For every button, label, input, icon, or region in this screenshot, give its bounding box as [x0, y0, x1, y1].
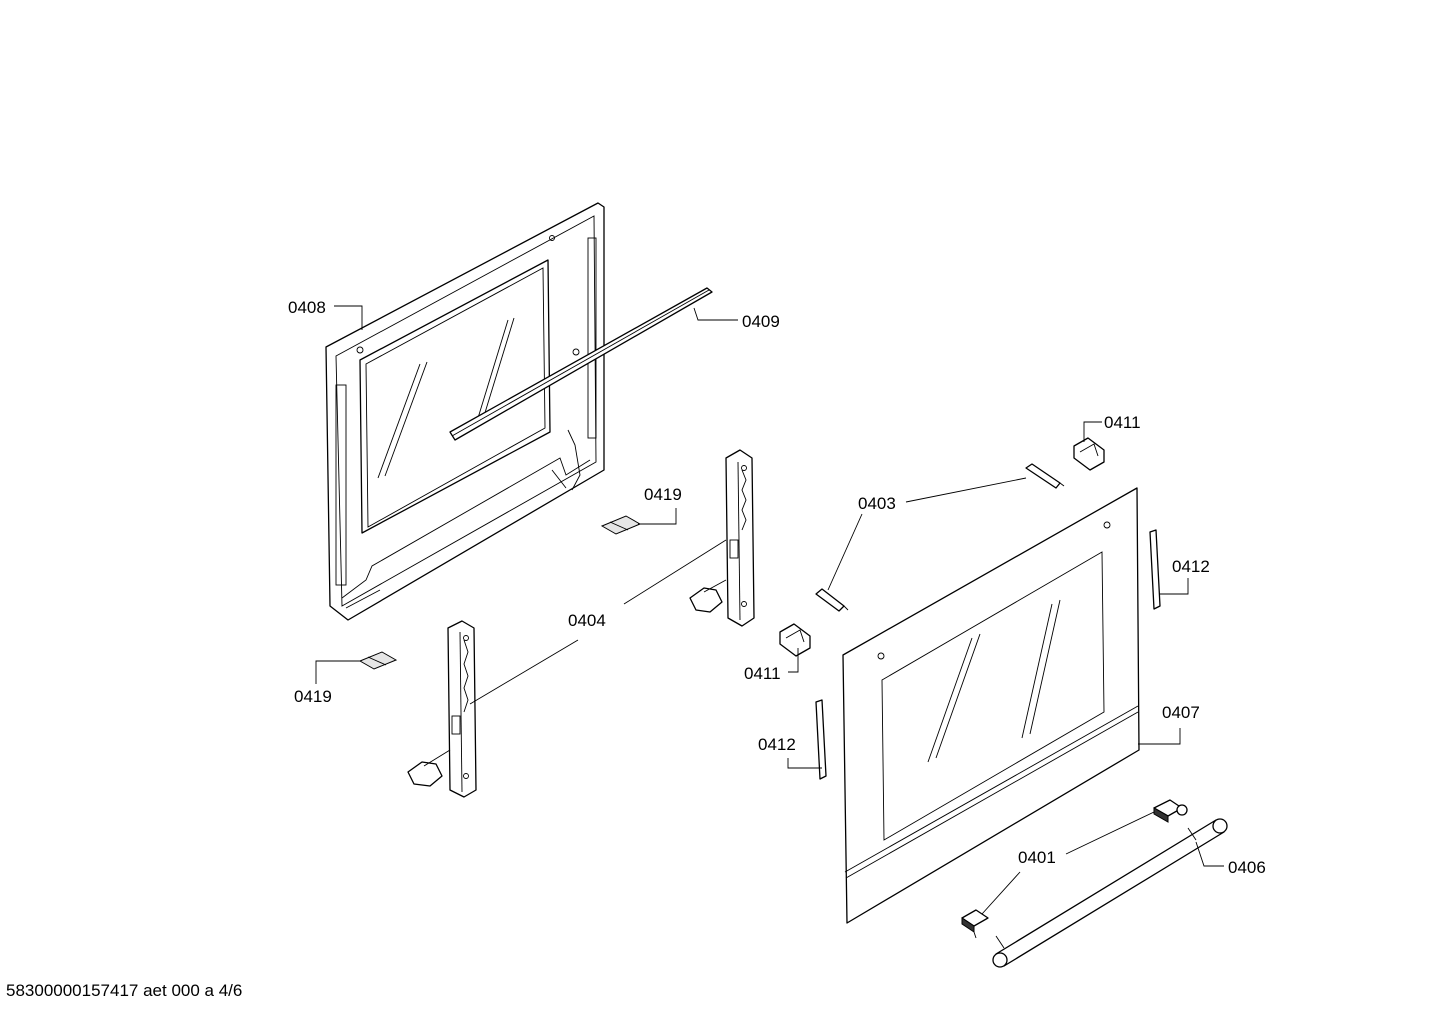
- callout-0411-lower: 0411: [744, 664, 781, 683]
- callout-0407: 0407: [1162, 703, 1200, 722]
- outer-glass-door: [842, 487, 1140, 924]
- callout-0419-lower: 0419: [294, 687, 332, 706]
- leader-0404-right: [623, 539, 727, 605]
- strip-left: [815, 699, 827, 780]
- callout-0404: 0404: [568, 611, 606, 630]
- leader-0403-upper: [905, 477, 1027, 503]
- clip-upper: [600, 515, 642, 535]
- clip-lower: [358, 651, 398, 670]
- callout-0411-upper: 0411: [1104, 413, 1141, 432]
- callout-0419-upper: 0419: [644, 485, 682, 504]
- leader-0419-lower: [315, 660, 360, 684]
- rod: [449, 287, 713, 441]
- callout-0409: 0409: [742, 312, 780, 331]
- hinge-left: [407, 620, 477, 798]
- callout-0401: 0401: [1018, 848, 1056, 867]
- leader-0409: [693, 307, 738, 321]
- document-reference: 58300000157417 aet 000 a 4/6: [6, 981, 243, 1000]
- leader-0408: [334, 305, 363, 330]
- hinge-right: [689, 449, 755, 627]
- callout-0412-left: 0412: [758, 735, 796, 754]
- leader-0412-right: [1160, 578, 1189, 595]
- leader-0404-left: [469, 639, 579, 705]
- leader-0412-left: [787, 758, 822, 769]
- callout-0403: 0403: [858, 494, 896, 513]
- leader-0407: [1138, 728, 1181, 745]
- leader-0406: [1195, 841, 1224, 867]
- inner-door-frame: [325, 202, 605, 621]
- leader-0401-upper: [1065, 811, 1155, 855]
- bracket-lower: [779, 623, 811, 657]
- door-handle: [992, 818, 1228, 968]
- end-cap-lower: [961, 909, 989, 939]
- bracket-upper: [1073, 437, 1105, 471]
- leader-0403-lower: [827, 513, 863, 591]
- callout-0412-right: 0412: [1172, 557, 1210, 576]
- pin-lower: [815, 588, 849, 612]
- pin-upper: [1025, 463, 1065, 489]
- leader-0419-upper: [638, 508, 677, 525]
- strip-right: [1149, 529, 1161, 610]
- leader-0401-lower: [981, 871, 1021, 915]
- callout-0406: 0406: [1228, 858, 1266, 877]
- callout-0408: 0408: [288, 298, 326, 317]
- leader-0411-upper: [1083, 421, 1102, 442]
- end-cap-upper: [1153, 799, 1188, 823]
- leader-0411-lower: [788, 648, 799, 673]
